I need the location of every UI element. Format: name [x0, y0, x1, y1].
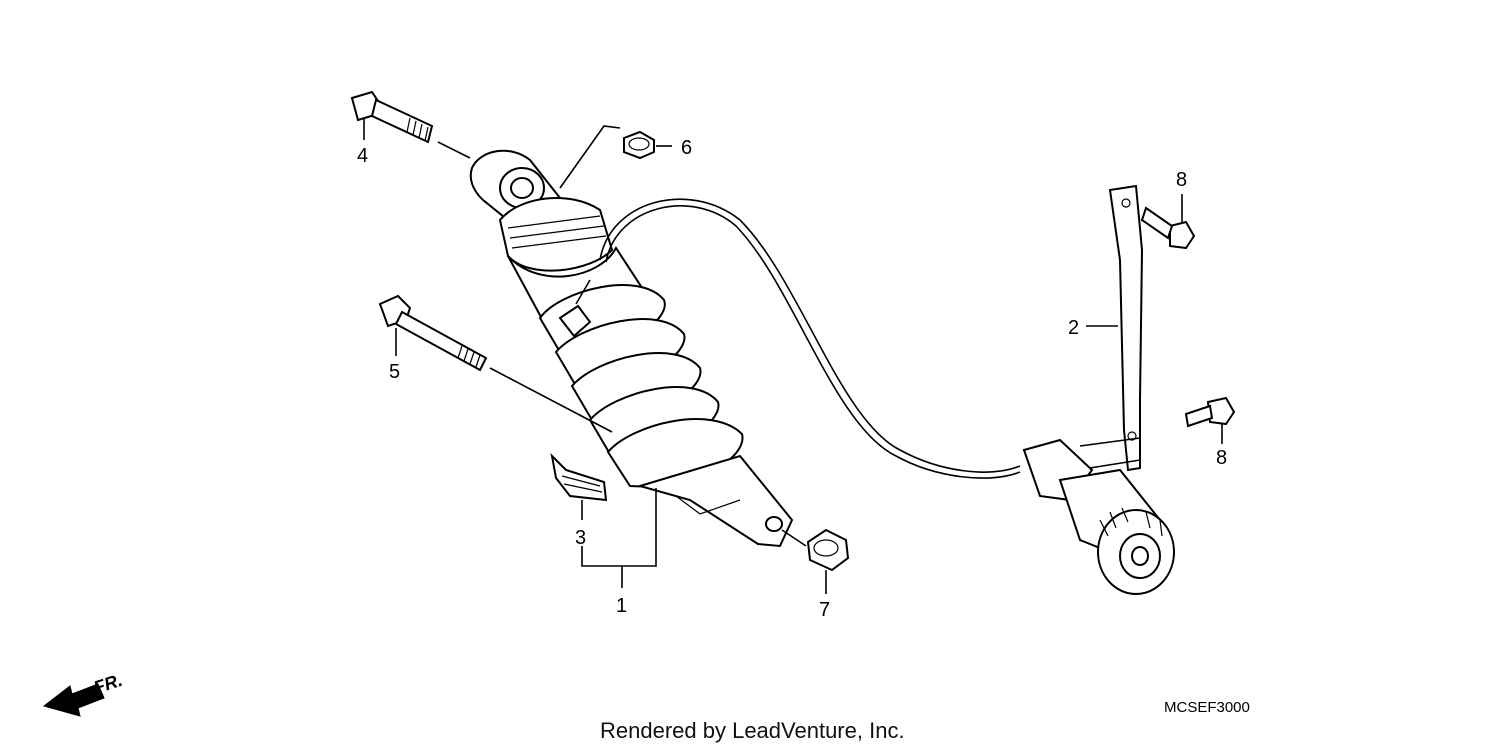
- nut-7-drawing: [781, 528, 850, 594]
- bolt-8-upper-drawing: [1140, 194, 1196, 250]
- adjuster-hose-drawing: [599, 198, 1021, 479]
- callout-4: 4: [357, 145, 368, 167]
- front-direction-arrow: FR.: [42, 670, 125, 717]
- callout-8-upper: 8: [1176, 169, 1187, 191]
- front-direction-label: FR.: [91, 670, 125, 698]
- shock-absorber-drawing: [469, 149, 794, 548]
- bolt-5-drawing: [378, 294, 613, 433]
- callout-1-leader: [581, 488, 657, 588]
- callout-8-lower: 8: [1216, 447, 1227, 469]
- callout-6: 6: [681, 137, 692, 159]
- bolt-4-drawing: [350, 90, 471, 159]
- credit-text: Rendered by LeadVenture, Inc.: [600, 718, 905, 743]
- callout-7: 7: [819, 599, 830, 621]
- bolt-8-lower-drawing: [1184, 396, 1236, 444]
- bracket-2-drawing: [1086, 184, 1144, 472]
- label-3-drawing: [550, 453, 608, 520]
- diagram-code: MCSEF3000: [1164, 699, 1250, 716]
- callout-3: 3: [575, 527, 586, 549]
- preload-adjuster-knob-drawing: [1022, 437, 1175, 595]
- callout-2: 2: [1068, 317, 1079, 339]
- callout-5: 5: [389, 361, 400, 383]
- callout-1: 1: [616, 595, 627, 617]
- nut-6-drawing: [559, 125, 672, 189]
